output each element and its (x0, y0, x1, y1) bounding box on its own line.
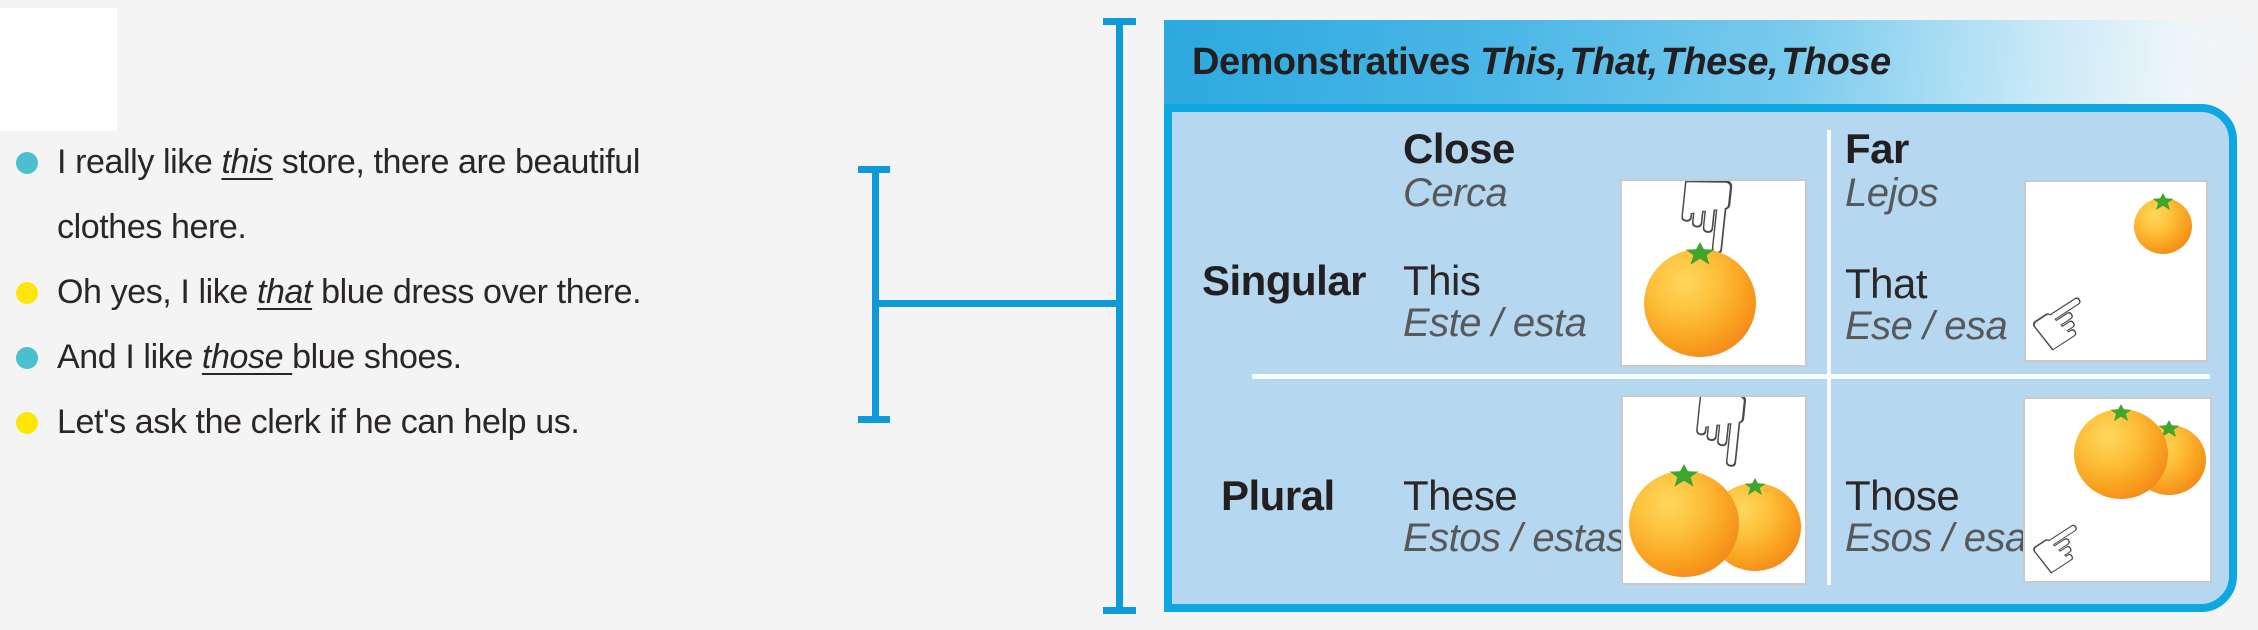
cell-es-those: Esos / esas (1845, 516, 2047, 560)
sentence-text: And I like (57, 338, 202, 376)
title-regular-part: Demonstratives (1192, 40, 1481, 83)
sentence-text: Oh yes, I like (57, 273, 257, 311)
sentence-text: store, there are beautiful (272, 143, 641, 181)
col-header-cerca: Cerca (1403, 171, 1508, 215)
table-title-bar: Demonstratives This, That, These, Those (1164, 20, 2258, 104)
image-these-close-oranges: ☟ (1621, 395, 1807, 585)
list-item: And I like those blue shoes. (16, 325, 867, 390)
col-header-close: Close (1403, 125, 1515, 172)
bracket-tall-bottom-cap (1103, 607, 1136, 614)
col-header-lejos: Lejos (1845, 171, 1939, 215)
cell-word-those: Those (1845, 472, 1960, 519)
bracket-small-stem (872, 166, 879, 423)
down-pointing-hand-icon: ☟ (1683, 395, 1756, 492)
orange-icon (1629, 471, 1739, 577)
demonstrative-word: those (201, 338, 293, 376)
cell-es-these: Estos / estas (1403, 516, 1626, 560)
right-pointing-hand-icon: ☞ (2023, 498, 2109, 583)
bullet-dot (16, 152, 38, 174)
sentence-text: blue shoes. (292, 338, 462, 376)
bullet-dot (16, 347, 38, 369)
sentence-line: clothes here. (57, 195, 867, 260)
col-header-far: Far (1845, 125, 1909, 172)
sentence-text: clothes here. (57, 208, 247, 246)
sentence-line: Oh yes, I like that blue dress over ther… (57, 260, 867, 325)
list-item: Oh yes, I like that blue dress over ther… (16, 260, 867, 325)
cell-word-these: These (1403, 472, 1518, 519)
demonstrative-word: that (256, 273, 313, 311)
table-vertical-divider (1827, 130, 1831, 585)
bullet-dot (16, 282, 38, 304)
example-sentence-list: I really like this store, there are beau… (16, 130, 867, 455)
sentence-line: And I like those blue shoes. (57, 325, 867, 390)
cell-es-this: Este / esta (1403, 301, 1587, 345)
sentence-line: I really like this store, there are beau… (57, 130, 867, 195)
row-label-singular: Singular (1202, 257, 1367, 304)
row-label-plural: Plural (1221, 472, 1335, 519)
cell-es-that: Ese / esa (1845, 304, 2008, 348)
sentence-text: I really like (57, 143, 222, 181)
sentence-line: Let's ask the clerk if he can help us. (57, 390, 867, 455)
sentence-text: Let's ask the clerk if he can help us. (57, 403, 580, 441)
bracket-tall-stem (1116, 18, 1123, 614)
image-those-far-oranges: ☞ (2023, 397, 2212, 583)
cell-word-that: That (1845, 260, 1928, 307)
list-item: I really like this store, there are beau… (16, 130, 867, 260)
cell-word-this: This (1403, 257, 1481, 304)
bracket-horizontal-line (875, 300, 1122, 307)
table-horizontal-divider (1252, 374, 2210, 379)
title-italic-part: This, That, These, Those (1480, 40, 1891, 83)
orange-icon (1644, 249, 1756, 357)
orange-icon (2134, 198, 2192, 254)
orange-icon (2074, 409, 2168, 499)
image-that-far-orange: ☞ (2024, 180, 2208, 362)
bracket-small-bottom-cap (858, 416, 890, 423)
right-pointing-hand-icon: ☞ (2024, 268, 2115, 362)
image-this-close-orange: ☟ (1620, 179, 1807, 367)
list-item: Let's ask the clerk if he can help us. (16, 390, 867, 455)
demonstrative-word: this (221, 143, 273, 181)
bullet-dot (16, 412, 38, 434)
blank-white-box (0, 8, 117, 131)
title-text: Demonstratives This, That, These, Those (1192, 41, 1891, 84)
sentence-text: blue dress over there. (312, 273, 642, 311)
